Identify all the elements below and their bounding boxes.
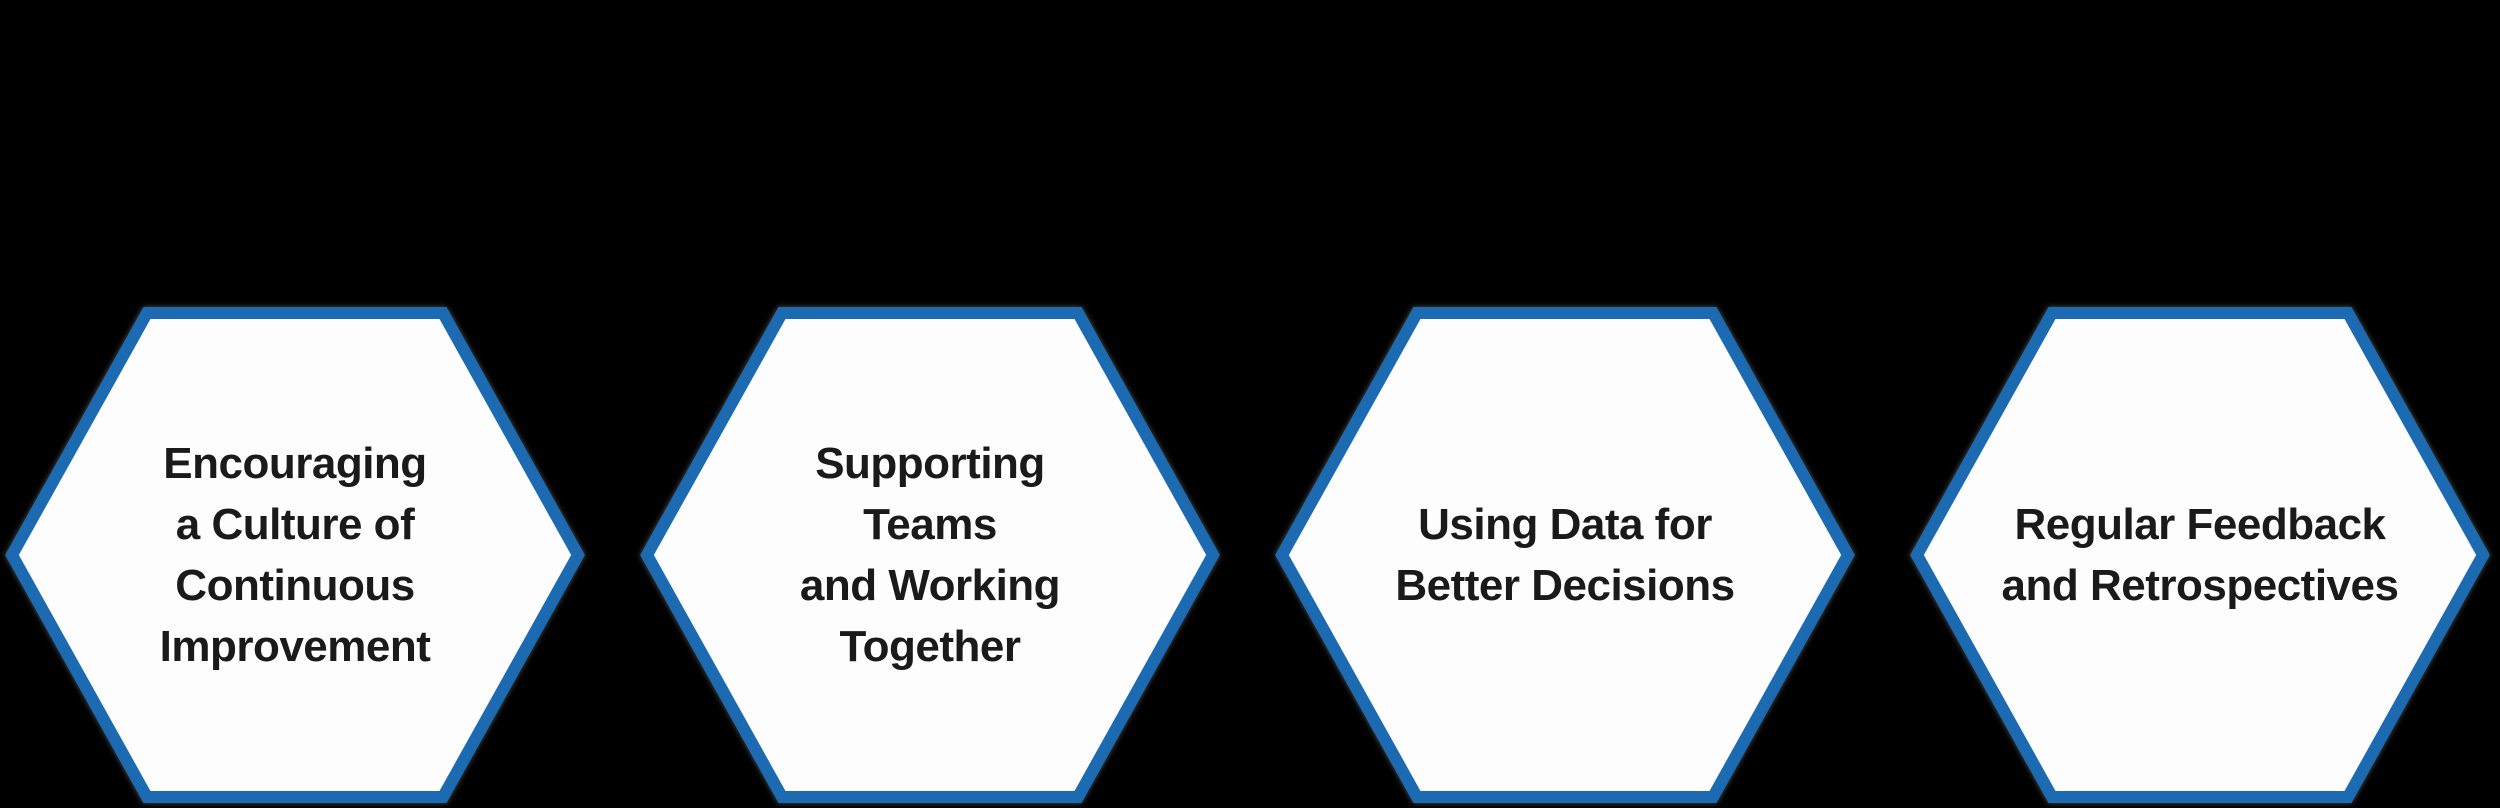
hexagon-outline	[5, 307, 585, 803]
hexagon-continuous-improvement: Encouraging a Culture of Continuous Impr…	[0, 302, 590, 808]
hexagon-data-decisions: Using Data for Better Decisions	[1270, 302, 1860, 808]
hexagon-shape	[5, 307, 585, 803]
hexagon-outline	[1910, 307, 2490, 803]
hexagon-supporting-teams: Supporting Teams and Working Together	[635, 302, 1225, 808]
hexagon-outline	[1275, 307, 1855, 803]
hexagon-shape	[1910, 307, 2490, 803]
hexagon-outline	[640, 307, 1220, 803]
hexagon-shape	[640, 307, 1220, 803]
hexagon-shape	[1275, 307, 1855, 803]
hexagon-feedback-retrospectives: Regular Feedback and Retrospectives	[1905, 302, 2495, 808]
